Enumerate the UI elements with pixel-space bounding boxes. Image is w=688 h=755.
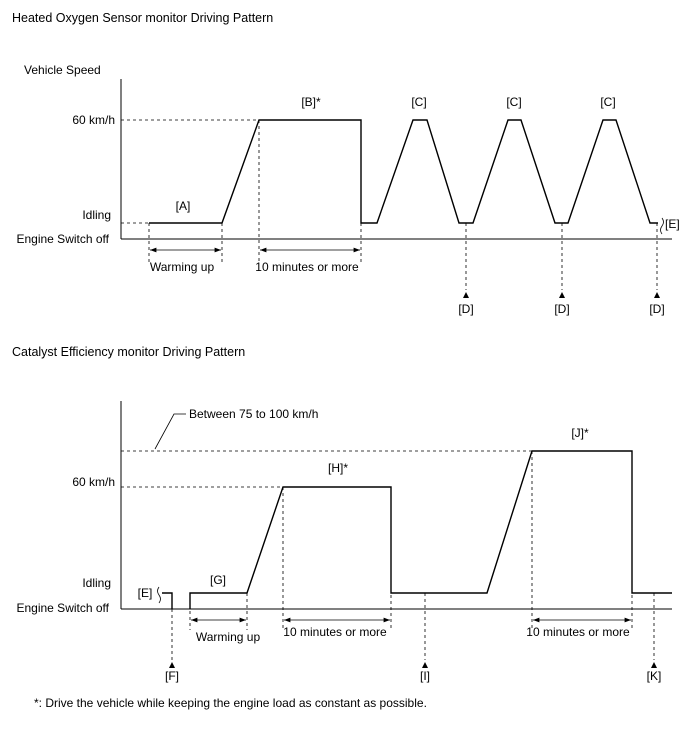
diagram1-y-idling: Idling [82, 208, 111, 222]
diagram2-y-off: Engine Switch off [16, 601, 109, 615]
diagram2-title: Catalyst Efficiency monitor Driving Patt… [12, 345, 245, 359]
diagram1-label-c2: [C] [506, 95, 521, 109]
diagram2-label-f: [F] [165, 669, 179, 683]
diagram1-ylabel: Vehicle Speed [24, 63, 101, 77]
diagram1-label-d1: [D] [458, 302, 473, 316]
diagram1-d1-marker [463, 292, 469, 298]
diagram1-label-c1: [C] [411, 95, 426, 109]
diagram2-warmup-label: Warming up [196, 630, 261, 644]
heated-oxygen-sensor-diagram: Heated Oxygen Sensor monitor Driving Pat… [12, 11, 680, 316]
diagram2-stub-curve [162, 592, 173, 609]
diagram2-label-g: [G] [210, 573, 226, 587]
diagram1-label-d3: [D] [649, 302, 664, 316]
diagram1-label-a: [A] [176, 199, 191, 213]
diagram1-speed-curve [149, 119, 658, 224]
diagram1-label-d2: [D] [554, 302, 569, 316]
diagram1-d3-marker [654, 292, 660, 298]
diagram2-i-marker [422, 662, 428, 668]
diagram1-y-60: 60 km/h [72, 113, 115, 127]
diagram2-label-i: [I] [420, 669, 430, 683]
diagram2-label-h: [H]* [328, 461, 348, 475]
footnote: *: Drive the vehicle while keeping the e… [34, 696, 427, 710]
diagram2-f-marker [169, 662, 175, 668]
diagram1-warmup-label: Warming up [150, 260, 215, 274]
diagram1-label-e: [E] [665, 217, 680, 231]
diagram2-between-label: Between 75 to 100 km/h [189, 407, 318, 421]
diagram1-title: Heated Oxygen Sensor monitor Driving Pat… [12, 11, 273, 25]
diagram1-break-symbol [660, 217, 664, 235]
diagram2-break-symbol [157, 586, 161, 604]
diagram2-label-k: [K] [647, 669, 662, 683]
diagram2-10min-label-2: 10 minutes or more [526, 625, 630, 639]
diagram2-label-e: [E] [138, 586, 153, 600]
diagram2-label-j: [J]* [571, 426, 589, 440]
diagram2-between-leader [154, 413, 186, 450]
diagram1-y-off: Engine Switch off [16, 232, 109, 246]
diagram2-speed-curve [189, 450, 672, 609]
diagram2-10min-label-1: 10 minutes or more [283, 625, 387, 639]
diagram1-10min-label: 10 minutes or more [255, 260, 359, 274]
diagram1-d2-marker [559, 292, 565, 298]
diagram2-k-marker [651, 662, 657, 668]
catalyst-efficiency-diagram: Catalyst Efficiency monitor Driving Patt… [12, 345, 672, 683]
diagram2-y-60: 60 km/h [72, 475, 115, 489]
diagram1-label-b: [B]* [301, 95, 321, 109]
diagram2-y-idling: Idling [82, 576, 111, 590]
diagram1-label-c3: [C] [600, 95, 615, 109]
